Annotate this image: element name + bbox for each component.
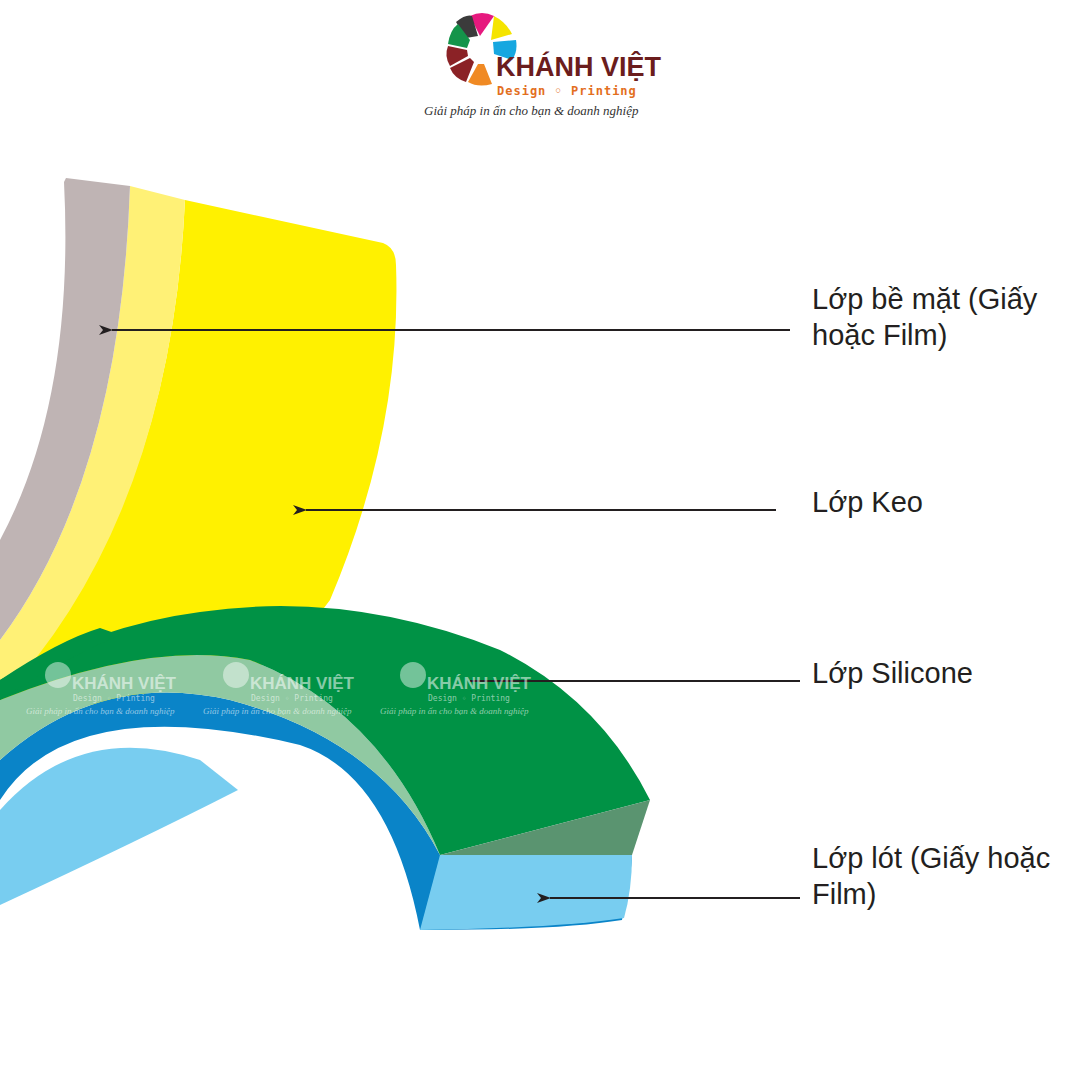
watermark: KHÁNH VIỆT — [250, 674, 354, 694]
layer-label: Lớp Keo — [812, 484, 1062, 520]
watermark: Giải pháp in ấn cho bạn & doanh nghiệp — [26, 706, 175, 716]
watermark: Design ◦ Printing — [428, 694, 510, 703]
watermark: KHÁNH VIỆT — [427, 674, 531, 694]
watermark: KHÁNH VIỆT — [72, 674, 176, 694]
leader-line — [306, 509, 776, 511]
brand-tagline: Design ◦ Printing — [497, 84, 637, 98]
leader-line — [112, 329, 790, 331]
brand-slogan: Giải pháp in ấn cho bạn & doanh nghiệp — [424, 103, 639, 119]
watermark: Giải pháp in ấn cho bạn & doanh nghiệp — [380, 706, 529, 716]
watermark: Design ◦ Printing — [73, 694, 155, 703]
watermark: Design ◦ Printing — [251, 694, 333, 703]
layer-label: Lớp lót (Giấy hoặc Film) — [812, 840, 1062, 912]
watermark: Giải pháp in ấn cho bạn & doanh nghiệp — [203, 706, 352, 716]
brand-name: KHÁNH VIỆT — [496, 52, 661, 83]
layer-label: Lớp Silicone — [812, 655, 1062, 691]
liner-piece — [0, 606, 650, 930]
layer-label: Lớp bề mặt (Giấy hoặc Film) — [812, 281, 1062, 353]
leader-line — [550, 897, 800, 899]
